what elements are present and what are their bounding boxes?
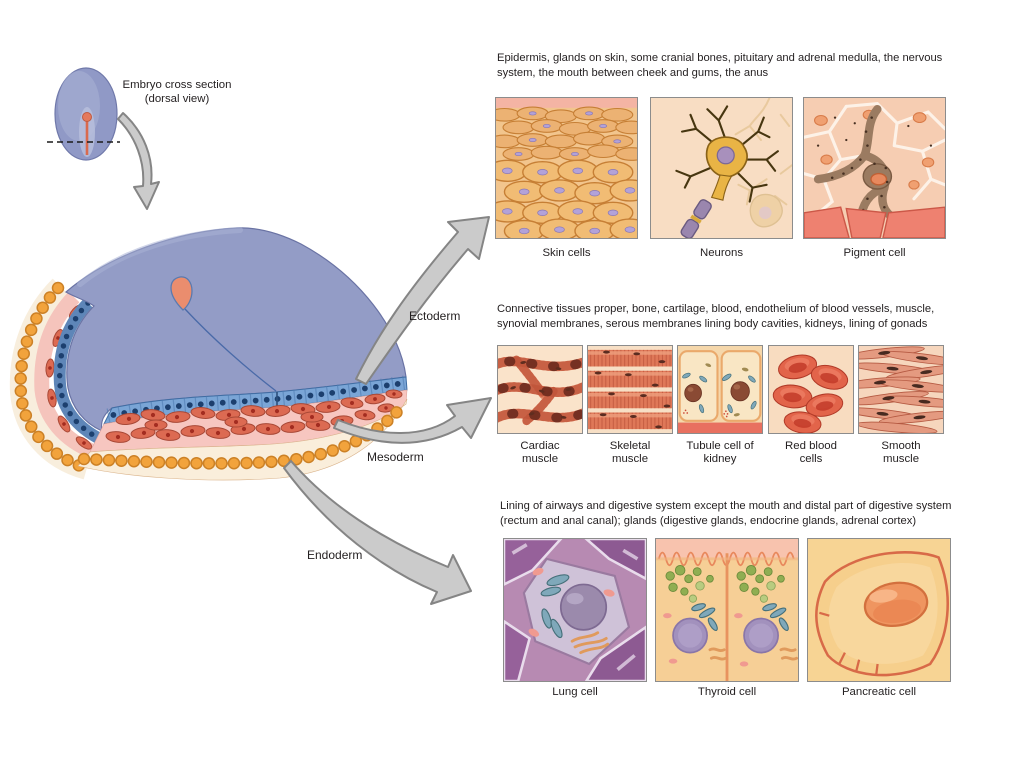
caption-skeletal-muscle: Skeletal muscle: [609, 440, 651, 465]
endoderm-description: Lining of airways and digestive system e…: [500, 500, 952, 527]
caption-cardiac-muscle: Cardiac muscle: [520, 440, 560, 465]
embryo-cross-section-wedge: [9, 227, 411, 481]
tile-red-blood-cells: [768, 345, 854, 434]
embryo-thumbnail: [47, 67, 120, 161]
lung-cell-illustration: [504, 539, 646, 681]
tile-cardiac-muscle: [497, 345, 583, 434]
neural-plate-teardrop: [170, 276, 193, 311]
tile-skin-cells: [495, 97, 638, 239]
mesoderm-description: Connective tissues proper, bone, cartila…: [497, 303, 935, 330]
red-blood-cells-illustration: [769, 346, 853, 433]
tile-pigment-cell: [803, 97, 946, 239]
caption-neurons: Neurons: [699, 247, 744, 259]
neurons-illustration: [651, 98, 792, 238]
caption-thyroid-cell: Thyroid cell: [697, 686, 757, 698]
ectoderm-description: Epidermis, glands on skin, some cranial …: [497, 52, 943, 79]
thyroid-cell-illustration: [656, 539, 798, 681]
caption-pancreatic-cell: Pancreatic cell: [841, 686, 917, 698]
caption-pigment-cell: Pigment cell: [843, 247, 906, 259]
pigment-cell-illustration: [804, 98, 945, 238]
smooth-muscle-illustration: [859, 346, 943, 433]
arrow-embryo-to-section: [117, 112, 160, 210]
tubule-cell-illustration: [678, 346, 762, 433]
tile-skeletal-muscle: [587, 345, 673, 434]
arrow-endoderm: [283, 460, 472, 605]
embryo-caption-line2: (dorsal view): [144, 93, 210, 105]
tile-pancreatic-cell: [807, 538, 951, 682]
caption-smooth-muscle: Smooth muscle: [881, 440, 921, 465]
tile-tubule-cell: [677, 345, 763, 434]
skin-cells-illustration: [496, 98, 637, 238]
cardiac-muscle-illustration: [498, 346, 582, 433]
tile-thyroid-cell: [655, 538, 799, 682]
embryo-caption: Embryo cross section (dorsal view): [118, 78, 236, 106]
caption-skin-cells: Skin cells: [542, 247, 591, 259]
tile-neurons: [650, 97, 793, 239]
pancreatic-cell-illustration: [808, 539, 950, 681]
arrow-ectoderm: [355, 216, 490, 385]
embryo-caption-line1: Embryo cross section: [122, 79, 232, 91]
label-mesoderm: Mesoderm: [367, 450, 424, 464]
tile-lung-cell: [503, 538, 647, 682]
arrow-mesoderm: [333, 397, 492, 444]
caption-tubule-cell: Tubule cell of kidney: [686, 440, 754, 465]
label-endoderm: Endoderm: [307, 548, 363, 562]
label-ectoderm: Ectoderm: [409, 309, 461, 323]
tile-smooth-muscle: [858, 345, 944, 434]
caption-lung-cell: Lung cell: [552, 686, 598, 698]
skeletal-muscle-illustration: [588, 346, 672, 433]
caption-red-blood-cells: Red blood cells: [785, 440, 837, 465]
mesoderm-cells: [105, 389, 403, 443]
